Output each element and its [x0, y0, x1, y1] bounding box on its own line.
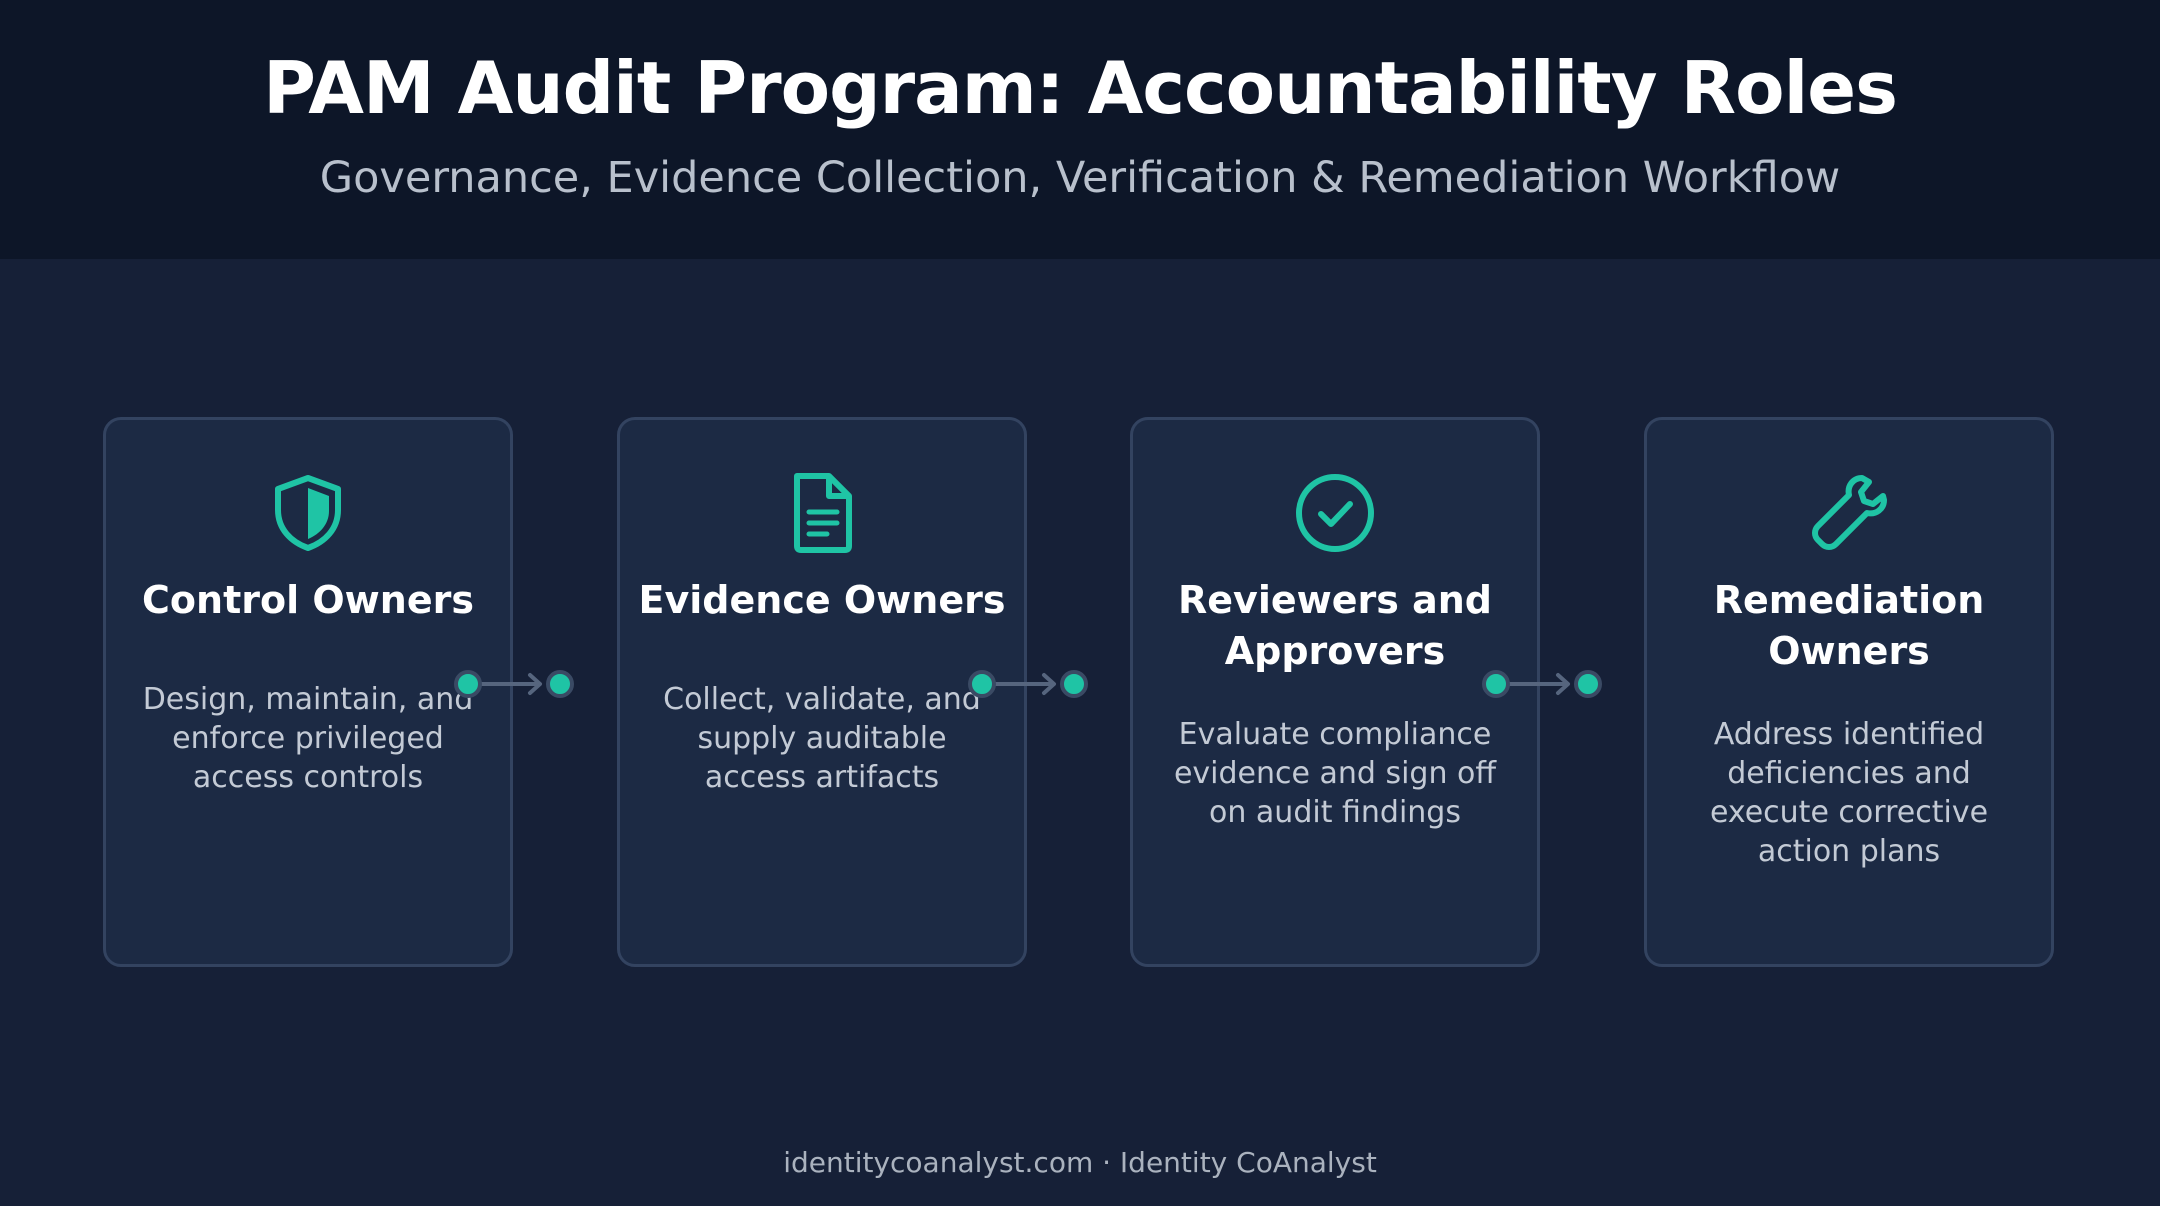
role-card-control-owners: Control Owners Design, maintain, and enf…: [103, 417, 513, 967]
page-subtitle: Governance, Evidence Collection, Verific…: [319, 153, 1841, 203]
role-card-reviewers-approvers: Reviewers and Approvers Evaluate complia…: [1130, 417, 1540, 967]
footer-credit: identitycoanalyst.com · Identity CoAnaly…: [783, 1146, 1377, 1179]
role-card-remediation-owners: Remediation Owners Address identified de…: [1644, 417, 2054, 967]
check-circle-icon: [1133, 470, 1537, 556]
flow-connector-3: [1482, 670, 1602, 698]
role-card-evidence-owners: Evidence Owners Collect, validate, and s…: [617, 417, 1027, 967]
role-description: Collect, validate, and supply auditable …: [663, 682, 981, 795]
flow-connector-2: [968, 670, 1088, 698]
role-description: Design, maintain, and enforce privileged…: [142, 682, 474, 795]
role-title: Control Owners: [142, 578, 474, 622]
role-title: Reviewers and Approvers: [1178, 578, 1492, 673]
shield-icon: [106, 470, 510, 556]
role-title: Remediation Owners: [1713, 578, 1985, 673]
page-title: PAM Audit Program: Accountability Roles: [263, 46, 1898, 130]
role-title: Evidence Owners: [638, 578, 1006, 622]
flow-connector-1: [454, 670, 574, 698]
role-description: Evaluate compliance evidence and sign of…: [1173, 717, 1497, 830]
header-band: PAM Audit Program: Accountability Roles …: [0, 0, 2160, 259]
wrench-icon: [1647, 470, 2051, 556]
role-description: Address identified deficiencies and exec…: [1709, 717, 1989, 869]
document-icon: [620, 470, 1024, 556]
